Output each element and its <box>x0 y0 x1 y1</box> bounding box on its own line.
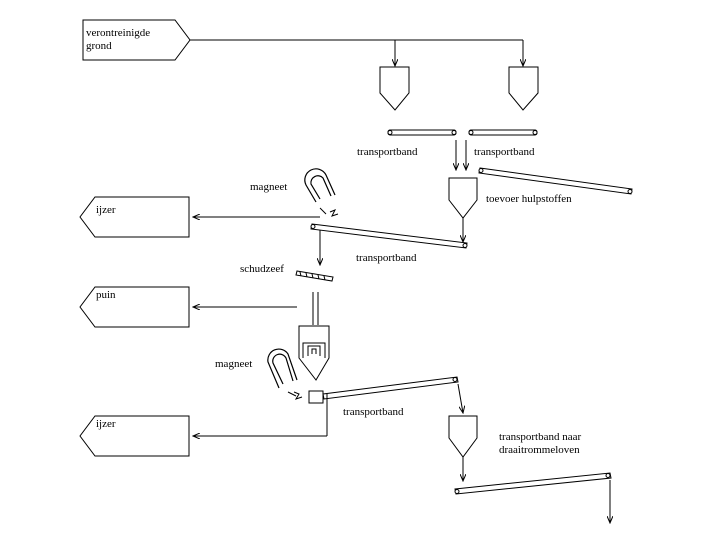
conveyor-belt-e <box>454 472 612 495</box>
belt-c-label: transportband <box>356 252 417 264</box>
input-label-line-2: grond <box>86 40 112 52</box>
iron-box-1 <box>79 196 190 238</box>
belt-e-label-line-1: transportband naar <box>499 431 582 443</box>
hopper-4 <box>298 325 330 381</box>
belt-e-label-line-2: draaitrommeloven <box>499 444 580 456</box>
conveyor-belt-d <box>308 376 459 408</box>
hopper-3 <box>448 177 478 219</box>
additives-belt <box>478 167 633 195</box>
input-box <box>82 19 191 61</box>
conveyor-belt-a <box>387 129 457 136</box>
screen-label: schudzeef <box>240 263 284 275</box>
conveyor-belt-c <box>310 223 468 249</box>
hopper-1 <box>379 66 410 111</box>
input-label: verontreinigde grond <box>86 27 150 53</box>
belt-b-label: transportband <box>474 146 535 158</box>
hopper-5 <box>448 415 478 458</box>
magnet-2-label: magneet <box>215 358 253 370</box>
iron-2-label: ijzer <box>96 418 116 430</box>
belt-a-label: transportband <box>357 146 418 158</box>
vibrating-screen <box>295 270 334 282</box>
additives-label: toevoer hulpstoffen <box>486 193 572 205</box>
rubble-label: puin <box>96 289 116 301</box>
magnet-2-icon <box>267 348 303 400</box>
belt-e-label: transportband naar draaitrommeloven <box>499 431 581 457</box>
rubble-box <box>79 286 190 328</box>
conveyor-belt-b <box>468 129 538 136</box>
arrow-screen-to-hopper-4 <box>312 292 319 325</box>
arrow-belt-d-to-hopper-5 <box>457 383 463 413</box>
iron-1-label: ijzer <box>96 204 116 216</box>
magnet-1-label: magneet <box>250 181 288 193</box>
iron-box-2 <box>79 415 190 457</box>
magnet-1-icon <box>304 168 339 217</box>
hopper-2 <box>508 66 539 111</box>
input-label-line-1: verontreinigde <box>86 27 151 39</box>
belt-d-label: transportband <box>343 406 404 418</box>
